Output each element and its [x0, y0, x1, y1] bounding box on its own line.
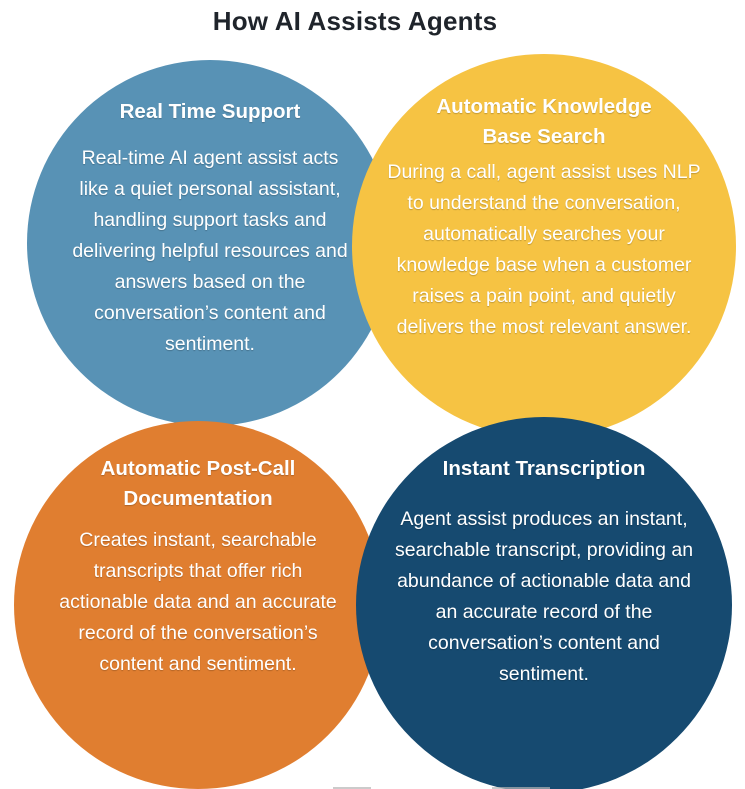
circle-automatic-post-call-documentation: Automatic Post-Call Documentation Create…: [14, 421, 382, 789]
circle-body-real-time-support: Real-time AI agent assist acts like a qu…: [72, 147, 348, 355]
page-title: How AI Assists Agents: [212, 6, 498, 36]
circle-title-automatic-knowledge-base-search: Automatic Knowledge Base Search: [436, 95, 652, 148]
circle-title-real-time-support: Real Time Support: [119, 100, 301, 123]
circle-title-instant-transcription: Instant Transcription: [442, 457, 646, 480]
circle-body-automatic-knowledge-base-search: During a call, agent assist uses NLP to …: [387, 161, 701, 338]
circle-body-instant-transcription: Agent assist produces an instant, search…: [394, 508, 694, 685]
bottom-edge-artifact: [492, 787, 550, 789]
circle-body-automatic-post-call-documentation: Creates instant, searchable transcripts …: [59, 529, 337, 675]
circle-real-time-support: Real Time Support Real-time AI agent ass…: [27, 60, 393, 426]
circle-title-automatic-post-call-documentation: Automatic Post-Call Documentation: [100, 457, 296, 510]
bottom-edge-artifact: [333, 787, 371, 789]
circle-automatic-knowledge-base-search: Automatic Knowledge Base Search During a…: [352, 54, 736, 438]
circle-instant-transcription: Instant Transcription Agent assist produ…: [356, 417, 732, 789]
